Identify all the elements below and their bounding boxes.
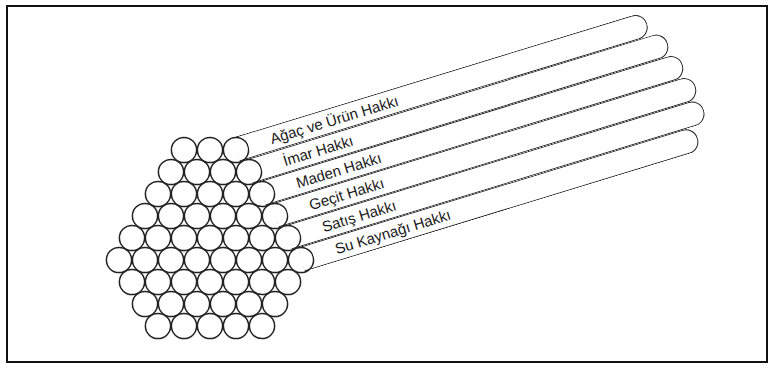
frame-border: [7, 6, 767, 362]
